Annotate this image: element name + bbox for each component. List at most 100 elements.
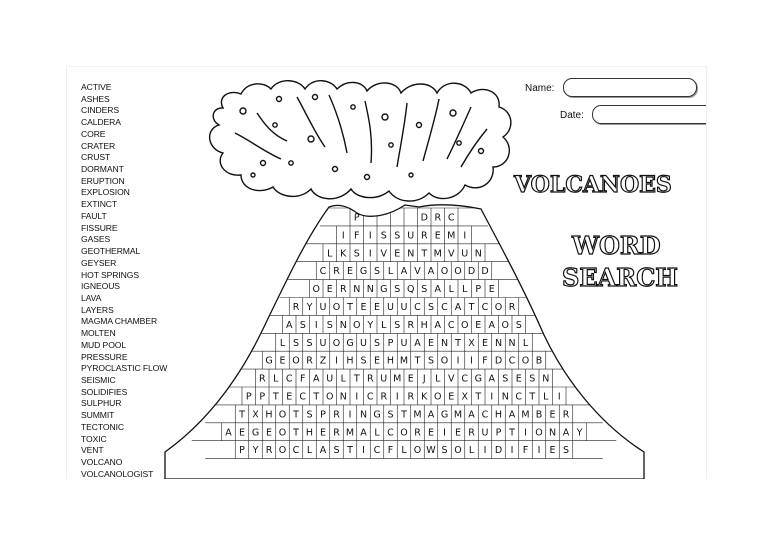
grid-letter: N bbox=[340, 391, 347, 402]
grid-letter: B bbox=[536, 409, 543, 420]
grid-letter: A bbox=[455, 302, 462, 313]
grid-letter: O bbox=[454, 266, 461, 277]
grid-letter: R bbox=[414, 427, 421, 438]
grid-letter: M bbox=[346, 427, 354, 438]
grid-letter: I bbox=[484, 445, 487, 456]
grid-letter: C bbox=[414, 302, 421, 313]
grid-letter: U bbox=[320, 338, 327, 349]
word-list-item: FAULT bbox=[81, 210, 107, 221]
word-list-item: SOLIDIFIES bbox=[81, 386, 128, 397]
grid-letter: U bbox=[387, 302, 394, 313]
word-list-item: ASHES bbox=[81, 93, 110, 104]
grid-letter: N bbox=[549, 427, 556, 438]
word-list-item: CORE bbox=[81, 128, 106, 139]
grid-letter: A bbox=[286, 320, 293, 331]
grid-letter: R bbox=[407, 320, 414, 331]
grid-letter: A bbox=[428, 266, 435, 277]
grid-letter: E bbox=[549, 445, 555, 456]
grid-letter: R bbox=[259, 374, 266, 385]
grid-letter: E bbox=[394, 248, 400, 259]
date-field[interactable] bbox=[592, 105, 706, 124]
grid-letter: O bbox=[495, 302, 502, 313]
grid-letter: S bbox=[381, 230, 387, 241]
grid-letter: E bbox=[327, 284, 333, 295]
grid-letter: N bbox=[542, 374, 549, 385]
grid-letter: O bbox=[333, 302, 340, 313]
grid-letter: T bbox=[474, 391, 481, 402]
grid-letter: E bbox=[266, 427, 272, 438]
grid-letter: E bbox=[286, 391, 292, 402]
grid-letter: G bbox=[373, 409, 380, 420]
word-list-item: GASES bbox=[81, 234, 111, 245]
grid-letter: S bbox=[387, 409, 393, 420]
grid-letter: T bbox=[420, 248, 427, 259]
grid-letter: S bbox=[293, 338, 299, 349]
grid-letter: S bbox=[428, 356, 434, 367]
grid-letter: R bbox=[380, 391, 387, 402]
grid-letter: R bbox=[293, 302, 300, 313]
grid-letter: S bbox=[306, 338, 312, 349]
grid-letter: S bbox=[421, 284, 427, 295]
grid-letter: L bbox=[543, 391, 549, 402]
grid-letter: N bbox=[502, 391, 509, 402]
grid-letter: U bbox=[401, 338, 408, 349]
word-list-item: EXTINCT bbox=[81, 199, 118, 210]
grid-letter: E bbox=[279, 356, 285, 367]
grid-letter: A bbox=[320, 445, 327, 456]
grid-letter: R bbox=[367, 374, 374, 385]
word-list-item: LAYERS bbox=[81, 304, 114, 315]
grid-letter: D bbox=[421, 212, 428, 223]
grid-letter: S bbox=[374, 266, 380, 277]
grid-letter: T bbox=[468, 302, 475, 313]
word-list-item: DORMANT bbox=[81, 164, 124, 175]
grid-letter: G bbox=[265, 356, 272, 367]
grid-letter: C bbox=[293, 445, 300, 456]
grid-letter: U bbox=[360, 338, 367, 349]
grid-letter: P bbox=[354, 212, 360, 223]
grid-letter: K bbox=[340, 248, 347, 259]
grid-letter: L bbox=[280, 338, 286, 349]
word-list-item: PYROCLASTIC FLOW bbox=[81, 363, 168, 374]
grid-letter: V bbox=[381, 248, 388, 259]
grid-letter: O bbox=[326, 391, 333, 402]
name-label: Name: bbox=[525, 83, 555, 94]
grid-letter: R bbox=[563, 409, 570, 420]
grid-letter: Y bbox=[306, 302, 313, 313]
grid-letter: I bbox=[342, 230, 345, 241]
grid-letter: K bbox=[421, 391, 428, 402]
grid-letter: I bbox=[538, 445, 541, 456]
grid-letter: G bbox=[380, 284, 387, 295]
grid-letter: C bbox=[374, 445, 381, 456]
grid-letter: E bbox=[428, 427, 434, 438]
grid-letter: S bbox=[354, 248, 360, 259]
grid-letter: E bbox=[239, 427, 245, 438]
grid-letter: A bbox=[428, 409, 435, 420]
name-field[interactable] bbox=[563, 78, 697, 97]
grid-letter: O bbox=[454, 445, 461, 456]
grid-letter: L bbox=[273, 374, 279, 385]
date-label: Date: bbox=[560, 110, 584, 121]
grid-letter: O bbox=[353, 320, 360, 331]
grid-letter: S bbox=[441, 445, 447, 456]
grid-letter: L bbox=[462, 284, 468, 295]
grid-letter: S bbox=[428, 302, 434, 313]
grid-letter: E bbox=[374, 302, 380, 313]
grid-letter: O bbox=[441, 266, 448, 277]
grid-letter: A bbox=[468, 409, 475, 420]
grid-letter: P bbox=[246, 391, 252, 402]
grid-letter: E bbox=[482, 338, 488, 349]
grid-letter: C bbox=[482, 409, 489, 420]
grid-letter: N bbox=[441, 338, 448, 349]
grid-letter: H bbox=[265, 409, 272, 420]
grid-letter: A bbox=[401, 266, 408, 277]
grid-letter: X bbox=[468, 338, 475, 349]
word-list-item: CINDERS bbox=[81, 105, 119, 116]
grid-letter: I bbox=[558, 391, 561, 402]
grid-letter: N bbox=[360, 409, 367, 420]
grid-letter: E bbox=[347, 266, 353, 277]
grid-letter: I bbox=[396, 391, 399, 402]
grid-letter: U bbox=[407, 230, 414, 241]
grid-letter: L bbox=[341, 374, 347, 385]
